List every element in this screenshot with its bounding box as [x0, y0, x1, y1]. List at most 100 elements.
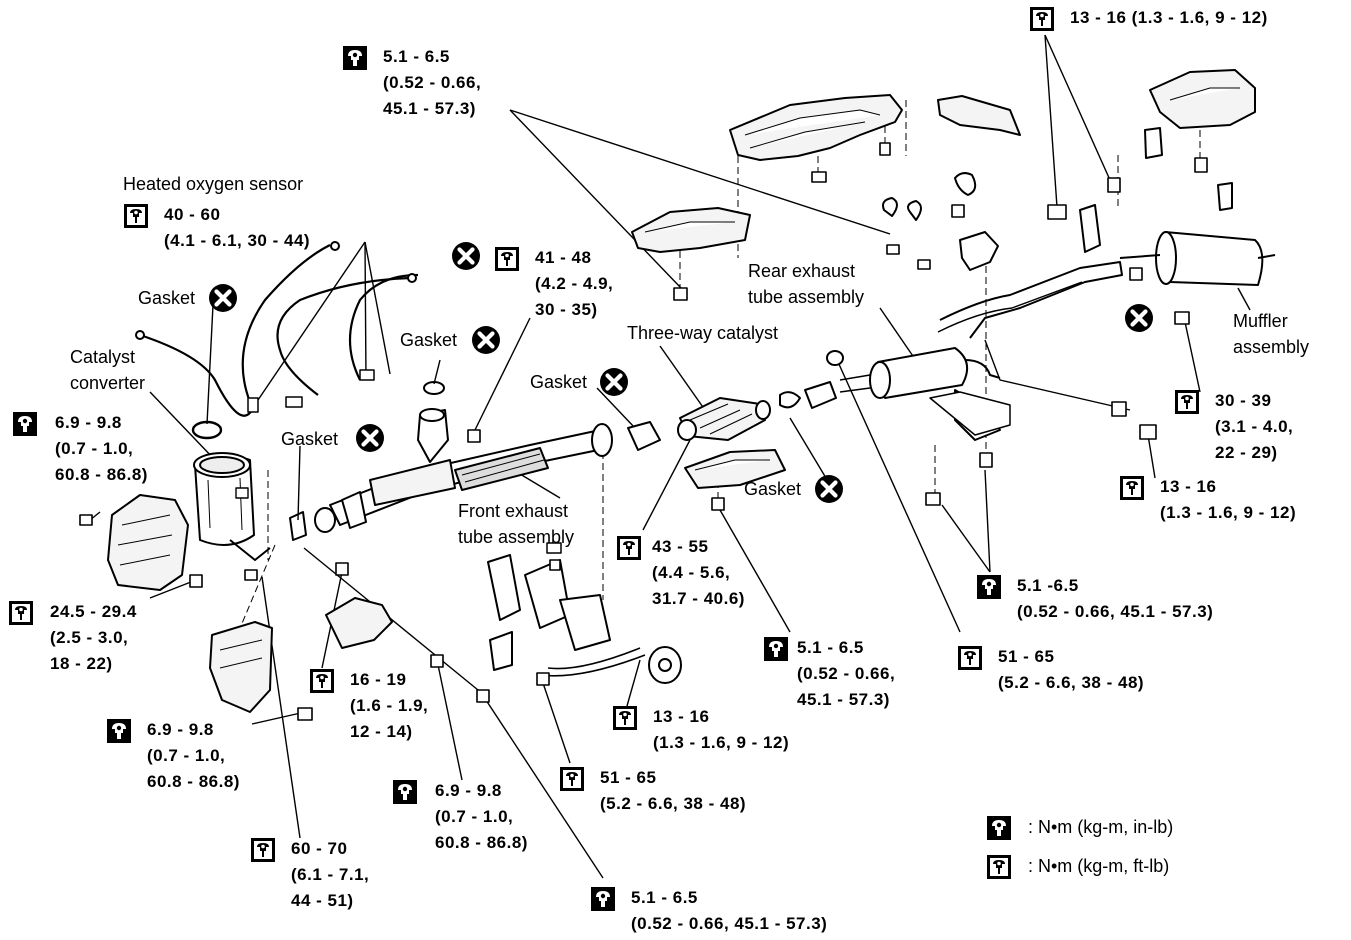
x-circle-icon [452, 242, 480, 270]
torque-30-39: 30 - 39 (3.1 - 4.0, 22 - 29) [1215, 391, 1294, 462]
torque-catalyst-upper: 6.9 - 9.8 (0.7 - 1.0, 60.8 - 86.8) [55, 413, 148, 484]
gasket-ring-left [191, 420, 223, 440]
torque-51-65-bottom: 51 - 65 (5.2 - 6.6, 38 - 48) [600, 768, 747, 813]
torque-wrench-filled-icon [977, 575, 1001, 599]
torque-16-19: 16 - 19 (1.6 - 1.9, 12 - 14) [350, 670, 429, 741]
hanger [1144, 127, 1163, 159]
flange [804, 381, 837, 409]
heat-shield-small [937, 95, 1021, 136]
heat-shield-lower-left [107, 494, 189, 591]
gasket-label-3: Gasket [530, 372, 588, 392]
torque-bottom: 5.1 - 6.5 (0.52 - 0.66, 45.1 - 57.3) [631, 888, 828, 933]
heat-shield-bottom [209, 621, 273, 713]
torque-41-48: 41 - 48 (4.2 - 4.9, 30 - 35) [535, 248, 614, 319]
gasket-label-4: Gasket [281, 429, 339, 449]
torque-wrench-outline-icon [1120, 476, 1144, 500]
gasket-label-2: Gasket [400, 330, 458, 350]
hanger [954, 172, 977, 196]
leader-lines [89, 34, 1251, 879]
muffler [1161, 231, 1264, 286]
torque-mid-51: 5.1 - 6.5 (0.52 - 0.66, 45.1 - 57.3) [797, 638, 896, 709]
x-circle-icon [209, 284, 237, 312]
bracket [959, 231, 999, 271]
torque-wrench-filled-icon [987, 816, 1011, 840]
torque-wrench-filled-icon [591, 887, 615, 911]
heat-shield-right [1149, 69, 1256, 129]
three-way-catalyst-label: Three-way catalyst [627, 323, 779, 343]
torque-13-16-mid: 13 - 16 (1.3 - 1.6, 9 - 12) [653, 707, 790, 752]
gasket-label-1: Gasket [138, 288, 196, 308]
torque-wrench-outline-icon [124, 204, 148, 228]
x-circle-icon [600, 368, 628, 396]
torque-wrench-outline-icon [613, 706, 637, 730]
front-exhaust-tube-label-1: Front exhaust [458, 501, 569, 521]
gasket-ring [779, 391, 801, 409]
torque-wrench-filled-icon [393, 780, 417, 804]
torque-43-55: 43 - 55 (4.4 - 5.6, 31.7 - 40.6) [652, 537, 745, 608]
o2-sensor-wire [348, 273, 419, 381]
torque-top-center: 5.1 - 6.5 (0.52 - 0.66, 45.1 - 57.3) [383, 47, 482, 118]
torque-wrench-filled-icon [107, 719, 131, 743]
torque-mid-69: 6.9 - 9.8 (0.7 - 1.0, 60.8 - 86.8) [435, 781, 528, 852]
catalyst-converter-label-1: Catalyst [70, 347, 136, 367]
bolt [467, 142, 1208, 511]
rear-exhaust-tube-label-2: tube assembly [748, 287, 865, 307]
legend-in-lb: : N•m (kg-m, in-lb) [1028, 817, 1174, 837]
bracket-middle [487, 554, 521, 621]
torque-top-right: 13 - 16 (1.3 - 1.6, 9 - 12) [1070, 8, 1268, 27]
o2-sensor-wire [139, 333, 253, 417]
hanger [1217, 182, 1233, 211]
torque-wrench-outline-icon [617, 536, 641, 560]
gasket-plate-left [289, 511, 307, 541]
torque-13-16-right: 13 - 16 (1.3 - 1.6, 9 - 12) [1160, 477, 1297, 522]
torque-wrench-outline-icon [987, 855, 1011, 879]
heat-shield-upper [729, 94, 903, 161]
rear-exhaust-tube [939, 261, 1123, 339]
bracket-middle [559, 594, 611, 651]
heated-oxygen-sensor-label: Heated oxygen sensor [123, 174, 304, 194]
o2-sensor-wire [241, 244, 331, 403]
torque-wrench-filled-icon [764, 637, 788, 661]
torque-wrench-outline-icon [495, 247, 519, 271]
torque-wrench-outline-icon [251, 838, 275, 862]
parts [79, 69, 1276, 721]
torque-wrench-outline-icon [310, 669, 334, 693]
torque-24-29: 24.5 - 29.4 (2.5 - 3.0, 18 - 22) [50, 602, 137, 673]
torque-wrench-filled-icon [13, 412, 37, 436]
rear-exhaust-tube-label-1: Rear exhaust [748, 261, 856, 281]
alignment-dashes [234, 100, 1201, 641]
legend-ft-lb: : N•m (kg-m, ft-lb) [1028, 856, 1170, 876]
heat-shield-middle [325, 597, 393, 649]
muffler-label-2: assembly [1233, 337, 1310, 357]
front-exhaust-tube-label-2: tube assembly [458, 527, 575, 547]
torque-wrench-outline-icon [1175, 390, 1199, 414]
bracket-lower-2 [489, 631, 513, 671]
bracket [1079, 204, 1101, 253]
torque-wrench-outline-icon [9, 601, 33, 625]
torque-60-70: 60 - 70 (6.1 - 7.1, 44 - 51) [291, 839, 370, 910]
bracket-lower [929, 391, 1011, 436]
torque-wrench-outline-icon [560, 767, 584, 791]
x-circle-icon [356, 424, 384, 452]
torque-right-51: 5.1 -6.5 (0.52 - 0.66, 45.1 - 57.3) [1017, 576, 1214, 621]
bolt [79, 267, 1190, 721]
torque-wrench-filled-icon [343, 46, 367, 70]
hanger [882, 197, 898, 217]
torque-wrench-outline-icon [1030, 7, 1054, 31]
torque-catalyst-lower: 6.9 - 9.8 (0.7 - 1.0, 60.8 - 86.8) [147, 720, 240, 791]
x-circle-icon [472, 326, 500, 354]
x-circle-icon [815, 475, 843, 503]
gasket-plate [627, 421, 661, 451]
catalyst-converter-label-2: converter [70, 373, 146, 393]
muffler-label-1: Muffler [1233, 311, 1288, 331]
x-circle-icon [1125, 304, 1153, 332]
torque-wrench-outline-icon [958, 646, 982, 670]
bracket-middle [524, 559, 571, 629]
gasket-label-5: Gasket [744, 479, 802, 499]
o2-sensor-wire [276, 276, 411, 396]
torque-oxygen-sensor: 40 - 60 (4.1 - 6.1, 30 - 44) [164, 205, 311, 250]
hanger [907, 200, 922, 221]
torque-51-65-right: 51 - 65 (5.2 - 6.6, 38 - 48) [998, 647, 1145, 692]
heat-shield-mid [631, 207, 751, 253]
